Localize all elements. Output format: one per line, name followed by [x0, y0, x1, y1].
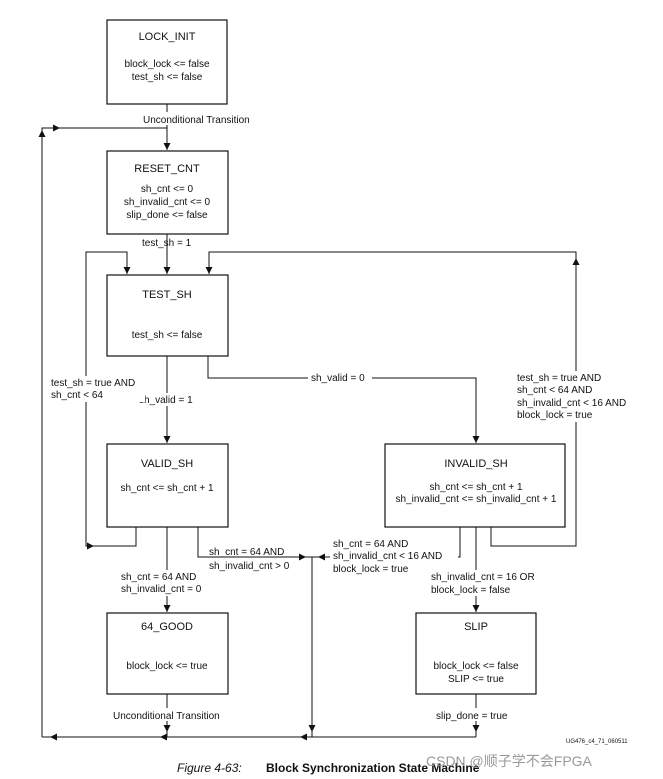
- state-reset-cnt-line-3: slip_done <= false: [126, 210, 208, 221]
- state-reset-cnt-title: RESET_CNT: [134, 163, 200, 175]
- state-64-good: 64_GOOD block_lock <= true: [106, 612, 229, 695]
- label-valid-to-reset-1: sh_cnt = 64 AND: [209, 547, 284, 558]
- label-right-loop-3: sh_invalid_cnt < 16 AND: [517, 398, 626, 409]
- state-test-sh-title: TEST_SH: [142, 289, 192, 301]
- figure-caption: Figure 4-63: Block Synchronization State…: [177, 761, 480, 775]
- label-invalid-to-slip-1: sh_invalid_cnt = 16 OR: [431, 572, 535, 583]
- state-slip-title: SLIP: [464, 621, 488, 633]
- state-valid-sh: VALID_SH sh_cnt <= sh_cnt + 1: [106, 443, 229, 528]
- state-invalid-sh-line-1: sh_cnt <= sh_cnt + 1: [429, 482, 523, 493]
- wire-testsh-to-invalidsh: [207, 356, 480, 443]
- label-right-loop-4: block_lock = true: [517, 410, 593, 421]
- state-lock-init-title: LOCK_INIT: [139, 31, 196, 43]
- label-uncond-top: Unconditional Transition: [143, 115, 250, 126]
- label-invalid-to-reset-1: sh_cnt = 64 AND: [333, 539, 408, 550]
- state-lock-init-line-2: test_sh <= false: [132, 72, 203, 83]
- label-sh-valid-0: sh_valid = 0: [311, 373, 365, 384]
- state-test-sh-line-1: test_sh <= false: [132, 330, 203, 341]
- state-reset-cnt-line-2: sh_invalid_cnt <= 0: [124, 197, 211, 208]
- label-test-sh-eq-1: test_sh = 1: [142, 238, 192, 249]
- watermark: CSDN @顺子学不会FPGA: [426, 753, 593, 769]
- state-lock-init: LOCK_INIT block_lock <= false test_sh <=…: [106, 19, 228, 105]
- state-reset-cnt-line-1: sh_cnt <= 0: [141, 184, 194, 195]
- state-invalid-sh-line-2: sh_invalid_cnt <= sh_invalid_cnt + 1: [396, 494, 557, 505]
- state-64-good-line-1: block_lock <= true: [126, 661, 208, 672]
- label-right-loop-2: sh_cnt < 64 AND: [517, 385, 592, 396]
- state-invalid-sh-title: INVALID_SH: [444, 458, 507, 470]
- transition-labels: Unconditional Transition test_sh = 1 sh_…: [49, 112, 638, 722]
- caption-title: Block Synchronization State Machine: [266, 761, 480, 775]
- label-right-loop-1: test_sh = true AND: [517, 373, 601, 384]
- state-slip: SLIP block_lock <= false SLIP <= true: [415, 612, 537, 695]
- state-reset-cnt: RESET_CNT sh_cnt <= 0 sh_invalid_cnt <= …: [106, 150, 229, 235]
- label-uncond-bottom: Unconditional Transition: [113, 711, 220, 722]
- document-id: UG476_c4_71_060511: [566, 739, 628, 745]
- state-slip-line-2: SLIP <= true: [448, 674, 504, 685]
- label-sh-valid-1: sh_valid = 1: [139, 395, 193, 406]
- caption-number: Figure 4-63:: [177, 761, 242, 775]
- state-valid-sh-title: VALID_SH: [141, 458, 193, 470]
- label-invalid-to-reset-2: sh_invalid_cnt < 16 AND: [333, 551, 442, 562]
- label-slip-done: slip_done = true: [436, 711, 508, 722]
- label-invalid-to-reset-3: block_lock = true: [333, 564, 409, 575]
- state-invalid-sh: INVALID_SH sh_cnt <= sh_cnt + 1 sh_inval…: [384, 443, 566, 528]
- label-left-loop-2: sh_cnt < 64: [51, 390, 103, 401]
- label-valid-to-good-1: sh_cnt = 64 AND: [121, 572, 196, 583]
- label-invalid-to-slip-2: block_lock = false: [431, 585, 511, 596]
- label-left-loop-1: test_sh = true AND: [51, 378, 135, 389]
- state-lock-init-line-1: block_lock <= false: [124, 59, 209, 70]
- label-valid-to-good-2: sh_invalid_cnt = 0: [121, 584, 202, 595]
- state-64-good-title: 64_GOOD: [141, 621, 193, 633]
- label-valid-to-reset-2: sh_invalid_cnt > 0: [209, 561, 290, 572]
- state-valid-sh-line-1: sh_cnt <= sh_cnt + 1: [120, 483, 214, 494]
- state-slip-line-1: block_lock <= false: [433, 661, 518, 672]
- state-test-sh: TEST_SH test_sh <= false: [106, 274, 229, 357]
